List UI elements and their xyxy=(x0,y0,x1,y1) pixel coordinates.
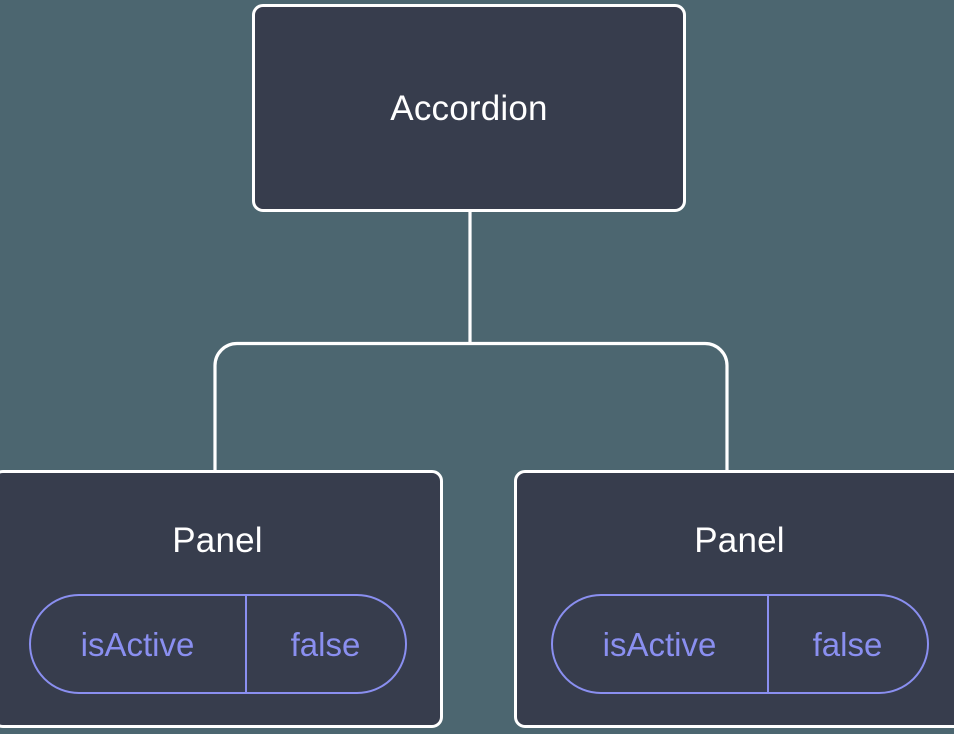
node-panel-1-prop-key: isActive xyxy=(31,596,247,692)
edge-accordion-to-panel-right xyxy=(470,341,729,472)
node-accordion-title: Accordion xyxy=(390,88,548,128)
node-panel-2[interactable]: Panel isActive false xyxy=(514,470,954,728)
node-panel-1[interactable]: Panel isActive false xyxy=(0,470,443,728)
node-panel-1-prop-value: false xyxy=(290,625,361,663)
node-panel-2-prop-value: false xyxy=(812,625,883,663)
edge-accordion-to-panel-left xyxy=(213,341,470,472)
node-panel-2-title: Panel xyxy=(694,521,785,560)
node-panel-1-title: Panel xyxy=(172,521,263,560)
node-accordion[interactable]: Accordion xyxy=(252,4,686,212)
node-panel-2-prop-key: isActive xyxy=(553,596,769,692)
node-panel-1-prop-pill[interactable]: isActive false xyxy=(28,594,407,694)
node-panel-2-prop-pill[interactable]: isActive false xyxy=(550,594,929,694)
